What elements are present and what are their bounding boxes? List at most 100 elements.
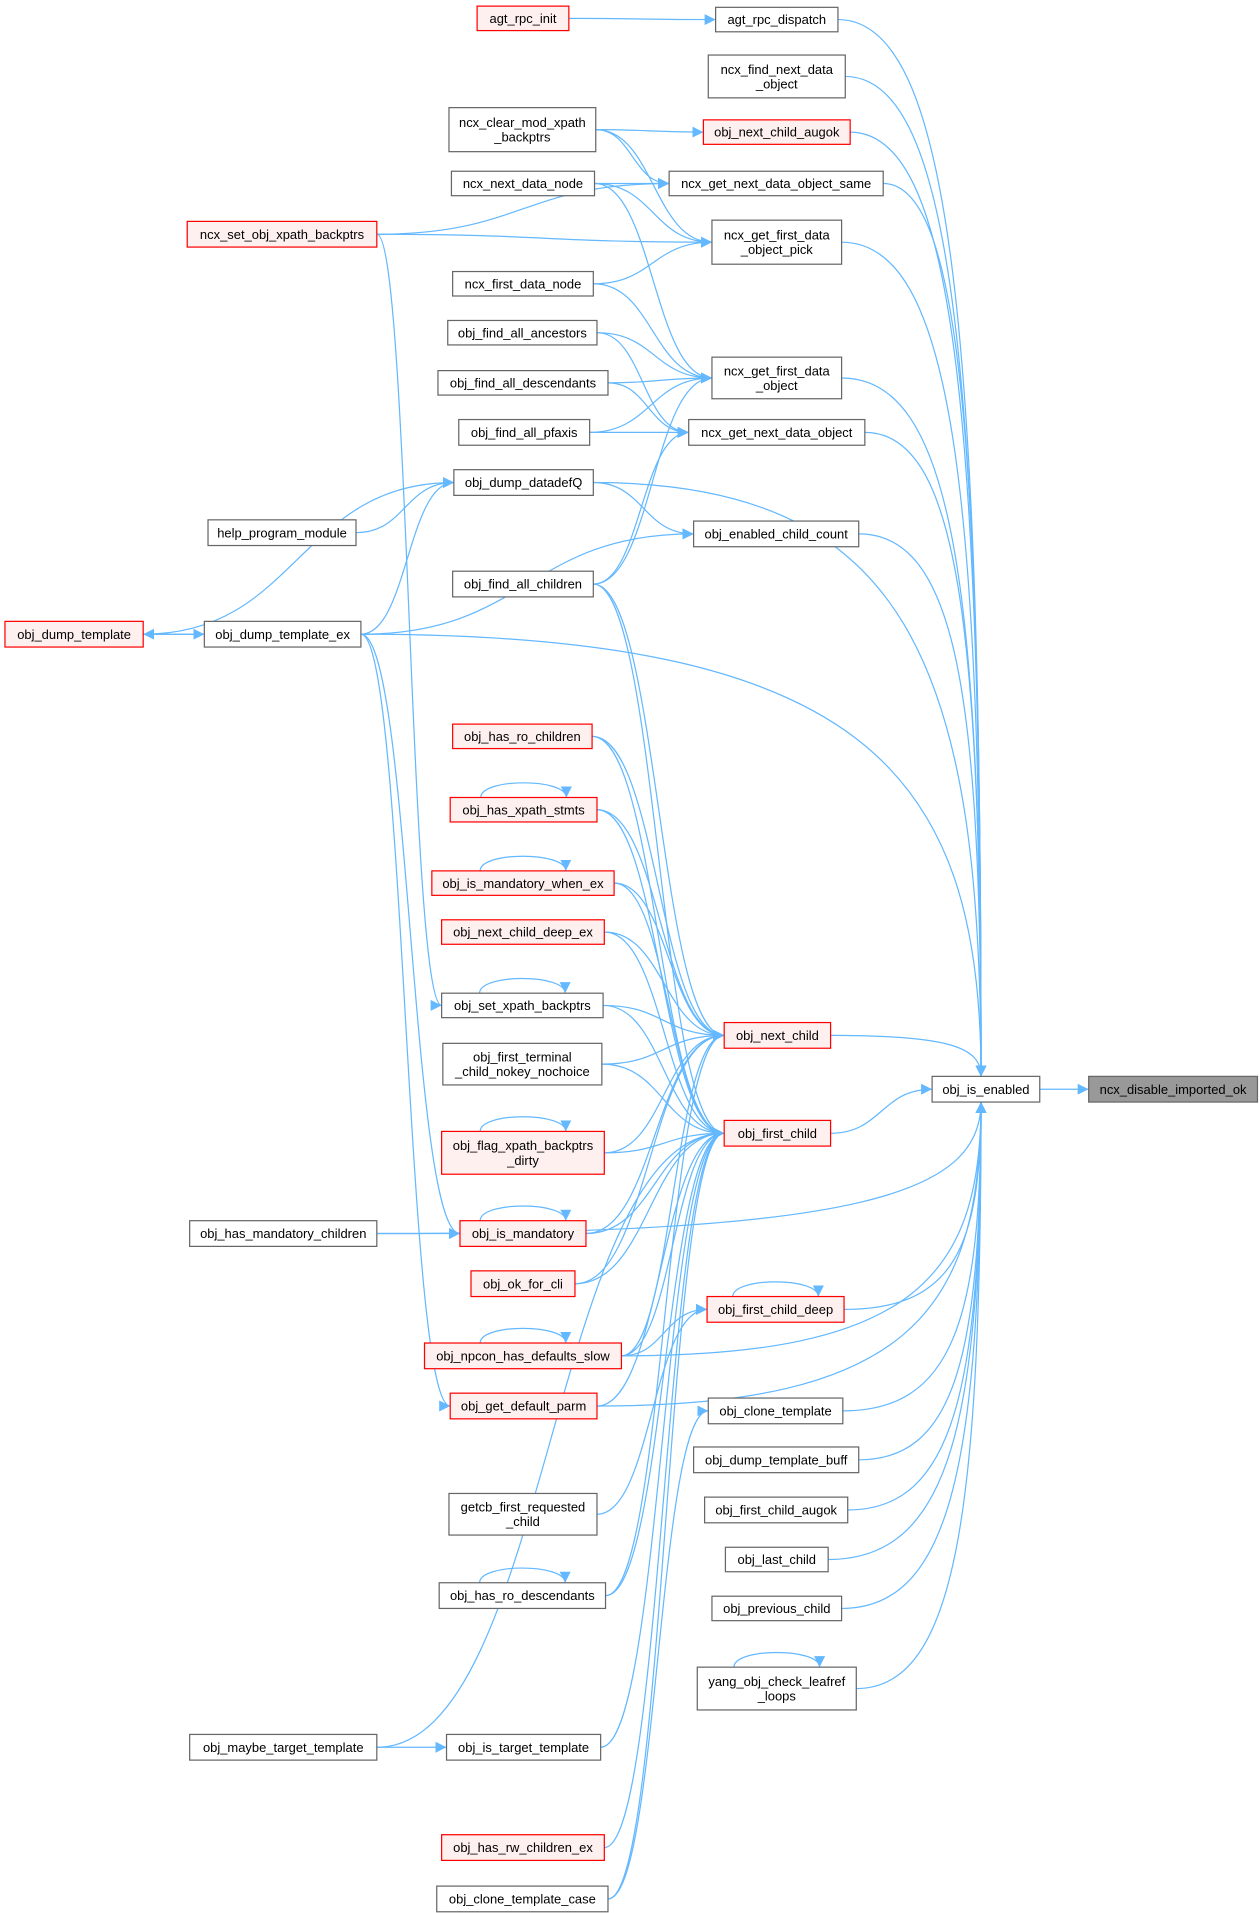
node-box[interactable] xyxy=(423,1342,623,1370)
node-box[interactable] xyxy=(207,519,357,547)
node-box[interactable] xyxy=(448,1492,598,1536)
node-box[interactable] xyxy=(696,1666,857,1711)
node-box[interactable] xyxy=(723,1119,832,1147)
node-box[interactable] xyxy=(445,1733,602,1761)
node-ncx_first_data_node[interactable]: ncx_first_data_node xyxy=(452,270,594,297)
node-box[interactable] xyxy=(692,1446,860,1474)
node-obj_next_child_augok[interactable]: obj_next_child_augok xyxy=(702,119,851,145)
node-box[interactable] xyxy=(476,5,570,32)
node-box[interactable] xyxy=(452,570,594,598)
node-box[interactable] xyxy=(458,418,591,446)
node-obj_has_xpath_stmts[interactable]: obj_has_xpath_stmts xyxy=(449,796,598,823)
node-obj_first_terminal_child_nokey_nochoice[interactable]: obj_first_terminal_child_nokey_nochoice xyxy=(442,1042,603,1086)
node-getcb_first_requested_child[interactable]: getcb_first_requested_child xyxy=(448,1492,598,1536)
node-box[interactable] xyxy=(186,220,378,248)
node-obj_has_ro_descendants[interactable]: obj_has_ro_descendants xyxy=(438,1582,607,1610)
node-box[interactable] xyxy=(4,620,144,648)
node-obj_npcon_has_defaults_slow[interactable]: obj_npcon_has_defaults_slow xyxy=(423,1342,623,1370)
node-ncx_next_data_node[interactable]: ncx_next_data_node xyxy=(450,170,596,197)
node-box[interactable] xyxy=(706,1295,845,1323)
node-box[interactable] xyxy=(711,219,843,265)
node-help_program_module[interactable]: help_program_module xyxy=(207,519,357,547)
node-yang_obj_check_leafref_loops[interactable]: yang_obj_check_leafref_loops xyxy=(696,1666,857,1711)
node-obj_get_default_parm[interactable]: obj_get_default_parm xyxy=(449,1392,598,1420)
node-obj_first_child_deep[interactable]: obj_first_child_deep xyxy=(706,1295,845,1323)
node-box[interactable] xyxy=(452,270,594,297)
node-obj_ok_for_cli[interactable]: obj_ok_for_cli xyxy=(470,1270,576,1298)
node-box[interactable] xyxy=(704,1496,849,1524)
node-box[interactable] xyxy=(437,370,609,396)
node-obj_clone_template[interactable]: obj_clone_template xyxy=(707,1397,844,1425)
node-box[interactable] xyxy=(692,520,860,548)
node-ncx_disable_imported_ok[interactable]: ncx_disable_imported_ok xyxy=(1088,1075,1259,1103)
node-obj_set_xpath_backptrs[interactable]: obj_set_xpath_backptrs xyxy=(441,992,604,1019)
node-box[interactable] xyxy=(450,170,596,197)
node-obj_dump_datadefQ[interactable]: obj_dump_datadefQ xyxy=(453,469,594,496)
node-obj_dump_template_ex[interactable]: obj_dump_template_ex xyxy=(203,620,362,648)
node-obj_is_target_template[interactable]: obj_is_target_template xyxy=(445,1733,602,1761)
node-obj_find_all_ancestors[interactable]: obj_find_all_ancestors xyxy=(447,319,598,346)
node-ncx_get_first_data_object[interactable]: ncx_get_first_data_object xyxy=(711,356,843,400)
node-box[interactable] xyxy=(448,107,597,153)
node-ncx_find_next_data_object[interactable]: ncx_find_next_data_object xyxy=(707,54,846,99)
node-box[interactable] xyxy=(702,119,851,145)
node-obj_clone_template_case[interactable]: obj_clone_template_case xyxy=(436,1885,609,1913)
node-box[interactable] xyxy=(441,1834,605,1862)
node-ncx_get_next_data_object_same[interactable]: ncx_get_next_data_object_same xyxy=(668,170,884,197)
node-obj_previous_child[interactable]: obj_previous_child xyxy=(711,1595,843,1622)
node-ncx_set_obj_xpath_backptrs[interactable]: ncx_set_obj_xpath_backptrs xyxy=(186,220,378,248)
node-obj_is_mandatory_when_ex[interactable]: obj_is_mandatory_when_ex xyxy=(431,870,615,896)
node-obj_find_all_pfaxis[interactable]: obj_find_all_pfaxis xyxy=(458,418,591,446)
node-ncx_get_next_data_object[interactable]: ncx_get_next_data_object xyxy=(688,418,866,446)
node-box[interactable] xyxy=(688,418,866,446)
node-agt_rpc_dispatch[interactable]: agt_rpc_dispatch xyxy=(715,6,839,33)
node-obj_dump_template[interactable]: obj_dump_template xyxy=(4,620,144,648)
node-box[interactable] xyxy=(459,1220,587,1247)
node-box[interactable] xyxy=(470,1270,576,1298)
node-ncx_clear_mod_xpath_backptrs[interactable]: ncx_clear_mod_xpath_backptrs xyxy=(448,107,597,153)
node-obj_is_enabled[interactable]: obj_is_enabled xyxy=(931,1075,1041,1103)
node-box[interactable] xyxy=(441,1130,605,1175)
node-box[interactable] xyxy=(189,1733,378,1761)
node-obj_next_child_deep_ex[interactable]: obj_next_child_deep_ex xyxy=(441,919,605,945)
node-box[interactable] xyxy=(189,1220,378,1247)
node-obj_has_rw_children_ex[interactable]: obj_has_rw_children_ex xyxy=(441,1834,605,1862)
node-box[interactable] xyxy=(668,170,884,197)
node-box[interactable] xyxy=(203,620,362,648)
node-obj_is_mandatory[interactable]: obj_is_mandatory xyxy=(459,1220,587,1247)
node-box[interactable] xyxy=(711,1595,843,1622)
node-box[interactable] xyxy=(447,319,598,346)
node-obj_find_all_children[interactable]: obj_find_all_children xyxy=(452,570,594,598)
node-ncx_get_first_data_object_pick[interactable]: ncx_get_first_data_object_pick xyxy=(711,219,843,265)
node-box[interactable] xyxy=(449,1392,598,1420)
node-obj_first_child_augok[interactable]: obj_first_child_augok xyxy=(704,1496,849,1524)
node-box[interactable] xyxy=(707,1397,844,1425)
node-obj_next_child[interactable]: obj_next_child xyxy=(723,1021,832,1049)
node-box[interactable] xyxy=(724,1546,829,1573)
node-box[interactable] xyxy=(723,1021,832,1049)
node-obj_enabled_child_count[interactable]: obj_enabled_child_count xyxy=(692,520,860,548)
node-box[interactable] xyxy=(438,1582,607,1610)
node-box[interactable] xyxy=(711,356,843,400)
node-box[interactable] xyxy=(715,6,839,33)
node-box[interactable] xyxy=(931,1075,1041,1103)
node-obj_has_ro_children[interactable]: obj_has_ro_children xyxy=(452,723,593,750)
node-agt_rpc_init[interactable]: agt_rpc_init xyxy=(476,5,570,32)
node-obj_maybe_target_template[interactable]: obj_maybe_target_template xyxy=(189,1733,378,1761)
node-box[interactable] xyxy=(452,723,593,750)
node-box[interactable] xyxy=(453,469,594,496)
node-obj_has_mandatory_children[interactable]: obj_has_mandatory_children xyxy=(189,1220,378,1247)
node-box[interactable] xyxy=(1088,1075,1259,1103)
node-box[interactable] xyxy=(441,992,604,1019)
node-box[interactable] xyxy=(436,1885,609,1913)
node-box[interactable] xyxy=(707,54,846,99)
node-obj_flag_xpath_backptrs_dirty[interactable]: obj_flag_xpath_backptrs_dirty xyxy=(441,1130,605,1175)
node-obj_dump_template_buff[interactable]: obj_dump_template_buff xyxy=(692,1446,860,1474)
node-obj_find_all_descendants[interactable]: obj_find_all_descendants xyxy=(437,370,609,396)
node-box[interactable] xyxy=(442,1042,603,1086)
node-box[interactable] xyxy=(441,919,605,945)
node-box[interactable] xyxy=(431,870,615,896)
node-obj_last_child[interactable]: obj_last_child xyxy=(724,1546,829,1573)
node-box[interactable] xyxy=(449,796,598,823)
node-obj_first_child[interactable]: obj_first_child xyxy=(723,1119,832,1147)
